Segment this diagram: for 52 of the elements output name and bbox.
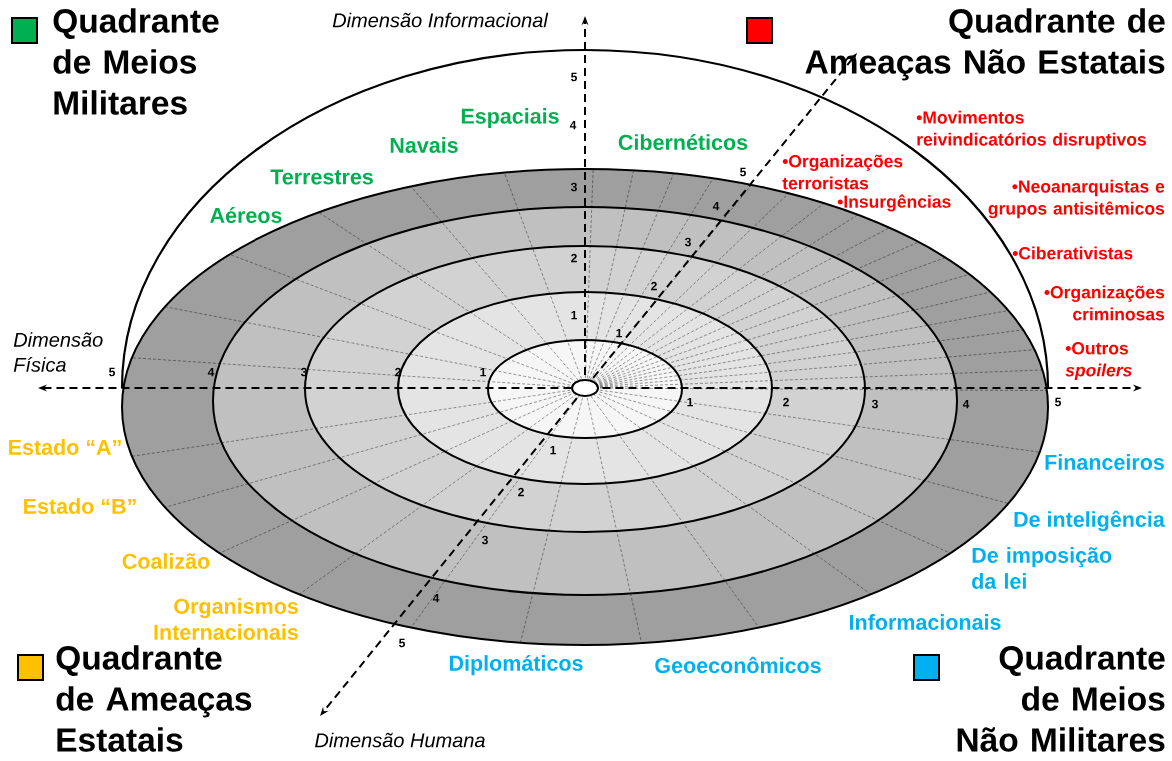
category-label: •Organizações criminosas <box>1044 285 1165 321</box>
tick-number: 2 <box>518 487 524 497</box>
category-label: Estado “A” <box>9 439 121 455</box>
tick-number: 5 <box>571 72 577 82</box>
category-label: Cibernéticos <box>618 134 748 150</box>
axis-title: Dimensão Humana <box>315 732 485 748</box>
legend-heading: Quadrante de Meios Militares <box>53 8 219 115</box>
axis-title: Dimensão Física <box>13 332 103 372</box>
tick-number: 5 <box>109 367 115 377</box>
category-label: Espaciais <box>461 108 559 129</box>
category-label: •Neoanarquistas e grupos antisitêmicos <box>988 179 1165 219</box>
category-label: •Ciberativistas <box>1012 246 1133 260</box>
category-label: De imposição da lei <box>972 547 1112 589</box>
tick-number: 5 <box>740 167 746 177</box>
category-label: •Insurgências <box>837 194 951 212</box>
category-label: Informacionais <box>850 614 1001 630</box>
category-label: •Organizações terroristas <box>782 154 903 190</box>
category-label: Aéreos <box>210 207 282 223</box>
tick-number: 1 <box>480 367 486 377</box>
category-label: Financeiros <box>1045 454 1164 470</box>
tick-number: 2 <box>783 397 789 407</box>
tick-number: 4 <box>432 593 440 603</box>
category-label: Organismos Internacionais <box>154 598 298 640</box>
category-label: Terrestres <box>270 169 373 185</box>
category-label: Diplomáticos <box>449 654 583 676</box>
category-label: Navais <box>390 137 458 153</box>
tick-number: 4 <box>712 201 720 211</box>
tick-number: 4 <box>207 367 215 377</box>
tick-number: 4 <box>962 399 970 409</box>
tick-number: 2 <box>571 253 577 263</box>
tick-number: 2 <box>651 281 657 291</box>
legend-heading: Quadrante de Meios Não Militares <box>957 645 1165 752</box>
category-label: Coalizão <box>122 553 210 569</box>
tick-number: 1 <box>550 445 556 455</box>
category-label: Geoeconômicos <box>655 656 821 674</box>
legend-heading: Quadrante de Ameaças Não Estatais <box>805 8 1165 81</box>
tick-number: 1 <box>616 328 622 338</box>
tick-number: 5 <box>399 638 405 648</box>
axis-title: Dimensão Informacional <box>332 12 549 28</box>
tick-number: 3 <box>871 399 878 409</box>
tick-number: 3 <box>481 535 488 545</box>
tick-number: 1 <box>571 310 577 320</box>
category-label: •Outros spoilers <box>1065 342 1132 380</box>
tick-number: 3 <box>684 237 691 247</box>
tick-number: 3 <box>570 182 577 192</box>
tick-number: 4 <box>569 120 577 130</box>
tick-number: 1 <box>687 397 693 407</box>
legend-heading: Quadrante de Ameaças Estatais <box>56 645 252 752</box>
tick-number: 5 <box>1055 397 1061 407</box>
category-label: Estado “B” <box>24 498 136 514</box>
category-label: De inteligência <box>1014 510 1165 532</box>
category-label: •Movimentos reivindicatórios disruptivos <box>916 110 1146 150</box>
